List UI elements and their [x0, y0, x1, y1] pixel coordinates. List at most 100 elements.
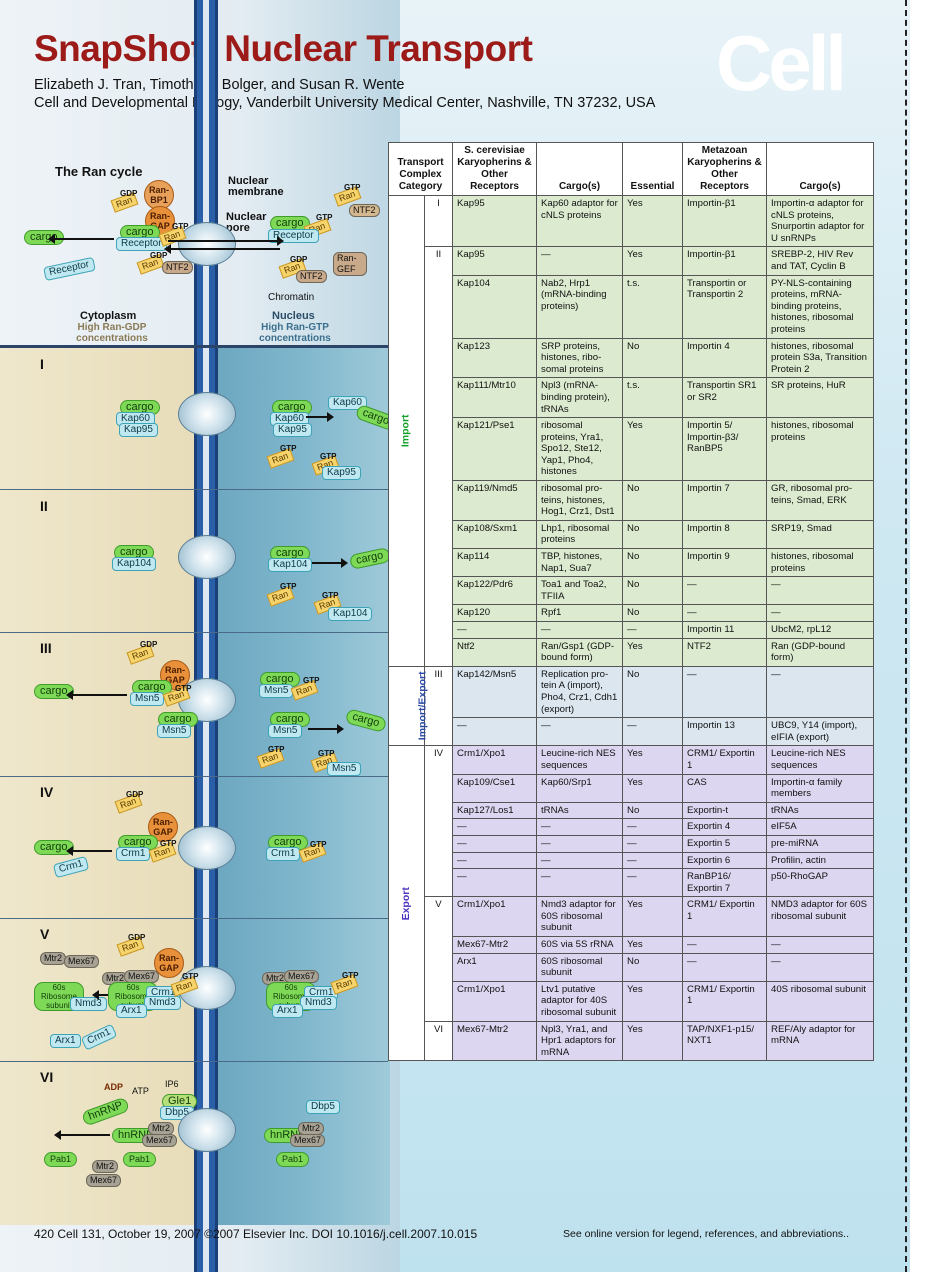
table-cell-recv: Crm1/Xpo1 [452, 980, 538, 1022]
table-cell-cargo: ribosomal pro-teins, histones, Hog1, Crz… [536, 480, 624, 521]
msn5: Msn5 [268, 724, 303, 738]
gtp-label: GTP [342, 971, 359, 980]
table-cell-ess: Yes [622, 936, 684, 954]
table-cell-recv: Kap121/Pse1 [452, 417, 538, 482]
table-cell-recv: Crm1/Xpo1 [452, 745, 538, 775]
table-cell-recv: Kap119/Nmd5 [452, 480, 538, 521]
table-cell-meta: Importin 4 [682, 337, 768, 379]
table-cell-meta: Importin 5/ Importin-β3/ RanBP5 [682, 417, 768, 482]
table-cell-recv: — [452, 621, 538, 639]
kap95: Kap95 [322, 466, 361, 480]
table-cell-recv: Kap123 [452, 337, 538, 379]
ran-cycle-title: The Ran cycle [55, 164, 143, 179]
table-cell-meta: Importin 7 [682, 480, 768, 521]
nmd3: Nmd3 [300, 996, 337, 1010]
pab1: Pab1 [123, 1152, 157, 1167]
table-cell-meta: Exportin 6 [682, 851, 768, 870]
import-arrow [164, 244, 280, 254]
arx1: Arx1 [50, 1034, 81, 1048]
table-cell-mcargo: Ran (GDP-bound form) [766, 637, 875, 667]
nuclear-membrane-lumen [203, 0, 209, 1272]
gtp-label: GTP [160, 839, 177, 848]
table-cell-meta: — [682, 936, 768, 954]
table-cell-cargo: tRNAs [536, 801, 624, 820]
table-cell-ess: Yes [622, 194, 684, 248]
journal-logo: Cell [716, 19, 847, 107]
section-label-iii: III [40, 640, 52, 656]
receptor: Receptor [116, 237, 167, 251]
cytoplasm-label: Cytoplasm [80, 310, 137, 322]
crm1: Crm1 [116, 847, 151, 861]
table-cell-meta: — [682, 604, 768, 622]
table-cell-cargo: 60S ribosomal subunit [536, 952, 624, 982]
table-cell-cargo: Nab2, Hrp1 (mRNA-binding proteins) [536, 274, 624, 339]
table-cell-ess: No [622, 337, 684, 379]
section-divider [0, 345, 388, 348]
ntf2: NTF2 [296, 270, 327, 283]
table-cell-mcargo: Importin-α family members [766, 773, 875, 803]
nuclear-pore [178, 535, 236, 579]
header-metazoan-receptors: Metazoan Karyopherins & Other Receptors [682, 142, 768, 196]
section-label-vi: VI [40, 1069, 54, 1085]
msn5: Msn5 [259, 684, 294, 698]
transport-arrow [168, 236, 284, 246]
table-cell-mcargo: PY-NLS-containing proteins, mRNA-binding… [766, 274, 875, 339]
table-cell-ess: — [622, 717, 684, 747]
table-cell-cargo: Npl3 (mRNA-binding protein), tRNAs [536, 377, 624, 419]
table-cell-meta: Importin 11 [682, 621, 768, 639]
table-cell-cargo: Leucine-rich NES sequences [536, 745, 624, 775]
msn5: Msn5 [130, 692, 165, 706]
citation: 420 Cell 131, October 19, 2007 ©2007 Els… [34, 1227, 478, 1241]
header-sc-receptors: S. cerevisiae Karyopherins & Other Recep… [452, 142, 538, 196]
table-cell-ess: Yes [622, 246, 684, 276]
table-cell-meta: TAP/NXF1-p15/ NXT1 [682, 1020, 768, 1062]
pab1: Pab1 [276, 1152, 310, 1167]
table-cell-meta: CRM1/ Exportin 1 [682, 896, 768, 938]
table-cell-recv: — [452, 834, 538, 853]
table-cell-recv: Mex67-Mtr2 [452, 1020, 538, 1062]
table-cell-cargo: SRP proteins, histones, ribo-somal prote… [536, 337, 624, 379]
table-cell-recv: Mex67-Mtr2 [452, 936, 538, 954]
ip6-label: IP6 [165, 1079, 179, 1089]
table-cell-mcargo: NMD3 adaptor for 60S ribosomal subunit [766, 896, 875, 938]
cytoplasm-note: High Ran-GDP concentrations [76, 322, 148, 344]
table-cell-mcargo: eIF5A [766, 818, 875, 836]
section-divider [0, 632, 388, 633]
class-cell: I [423, 194, 454, 248]
table-cell-ess: No [622, 952, 684, 982]
gtp-label: GTP [320, 452, 337, 461]
table-cell-recv: Crm1/Xpo1 [452, 896, 538, 938]
mex67: Mex67 [142, 1134, 178, 1147]
table-cell-ess: No [622, 576, 684, 606]
nucleus-region [210, 345, 390, 1225]
table-cell-cargo: Kap60/Srp1 [536, 773, 624, 803]
msn5: Msn5 [157, 724, 192, 738]
nmd3: Nmd3 [144, 996, 181, 1010]
table-cell-recv: Ntf2 [452, 637, 538, 667]
table-cell-mcargo: Importin-α adaptor for cNLS proteins, Sn… [766, 194, 875, 248]
atp-label: ATP [132, 1086, 149, 1096]
table-cell-meta: Exportin 5 [682, 834, 768, 853]
gdp-label: GDP [126, 790, 144, 799]
class-cell: VI [423, 1020, 454, 1062]
table-cell-mcargo: SRP19, Smad [766, 519, 875, 550]
section-label-iv: IV [40, 784, 54, 800]
table-cell-cargo: Toa1 and Toa2, TFIIA [536, 576, 624, 606]
header-metazoan-cargo: Cargo(s) [766, 142, 875, 196]
cargo: cargo [120, 225, 160, 240]
rangap: Ran-GAP [154, 948, 184, 978]
cargo: cargo [260, 672, 300, 687]
ranbp1: Ran-BP1 [144, 180, 174, 210]
gdp-label: GDP [150, 251, 168, 260]
table-cell-mcargo: — [766, 604, 875, 622]
export-arrow [66, 690, 127, 700]
